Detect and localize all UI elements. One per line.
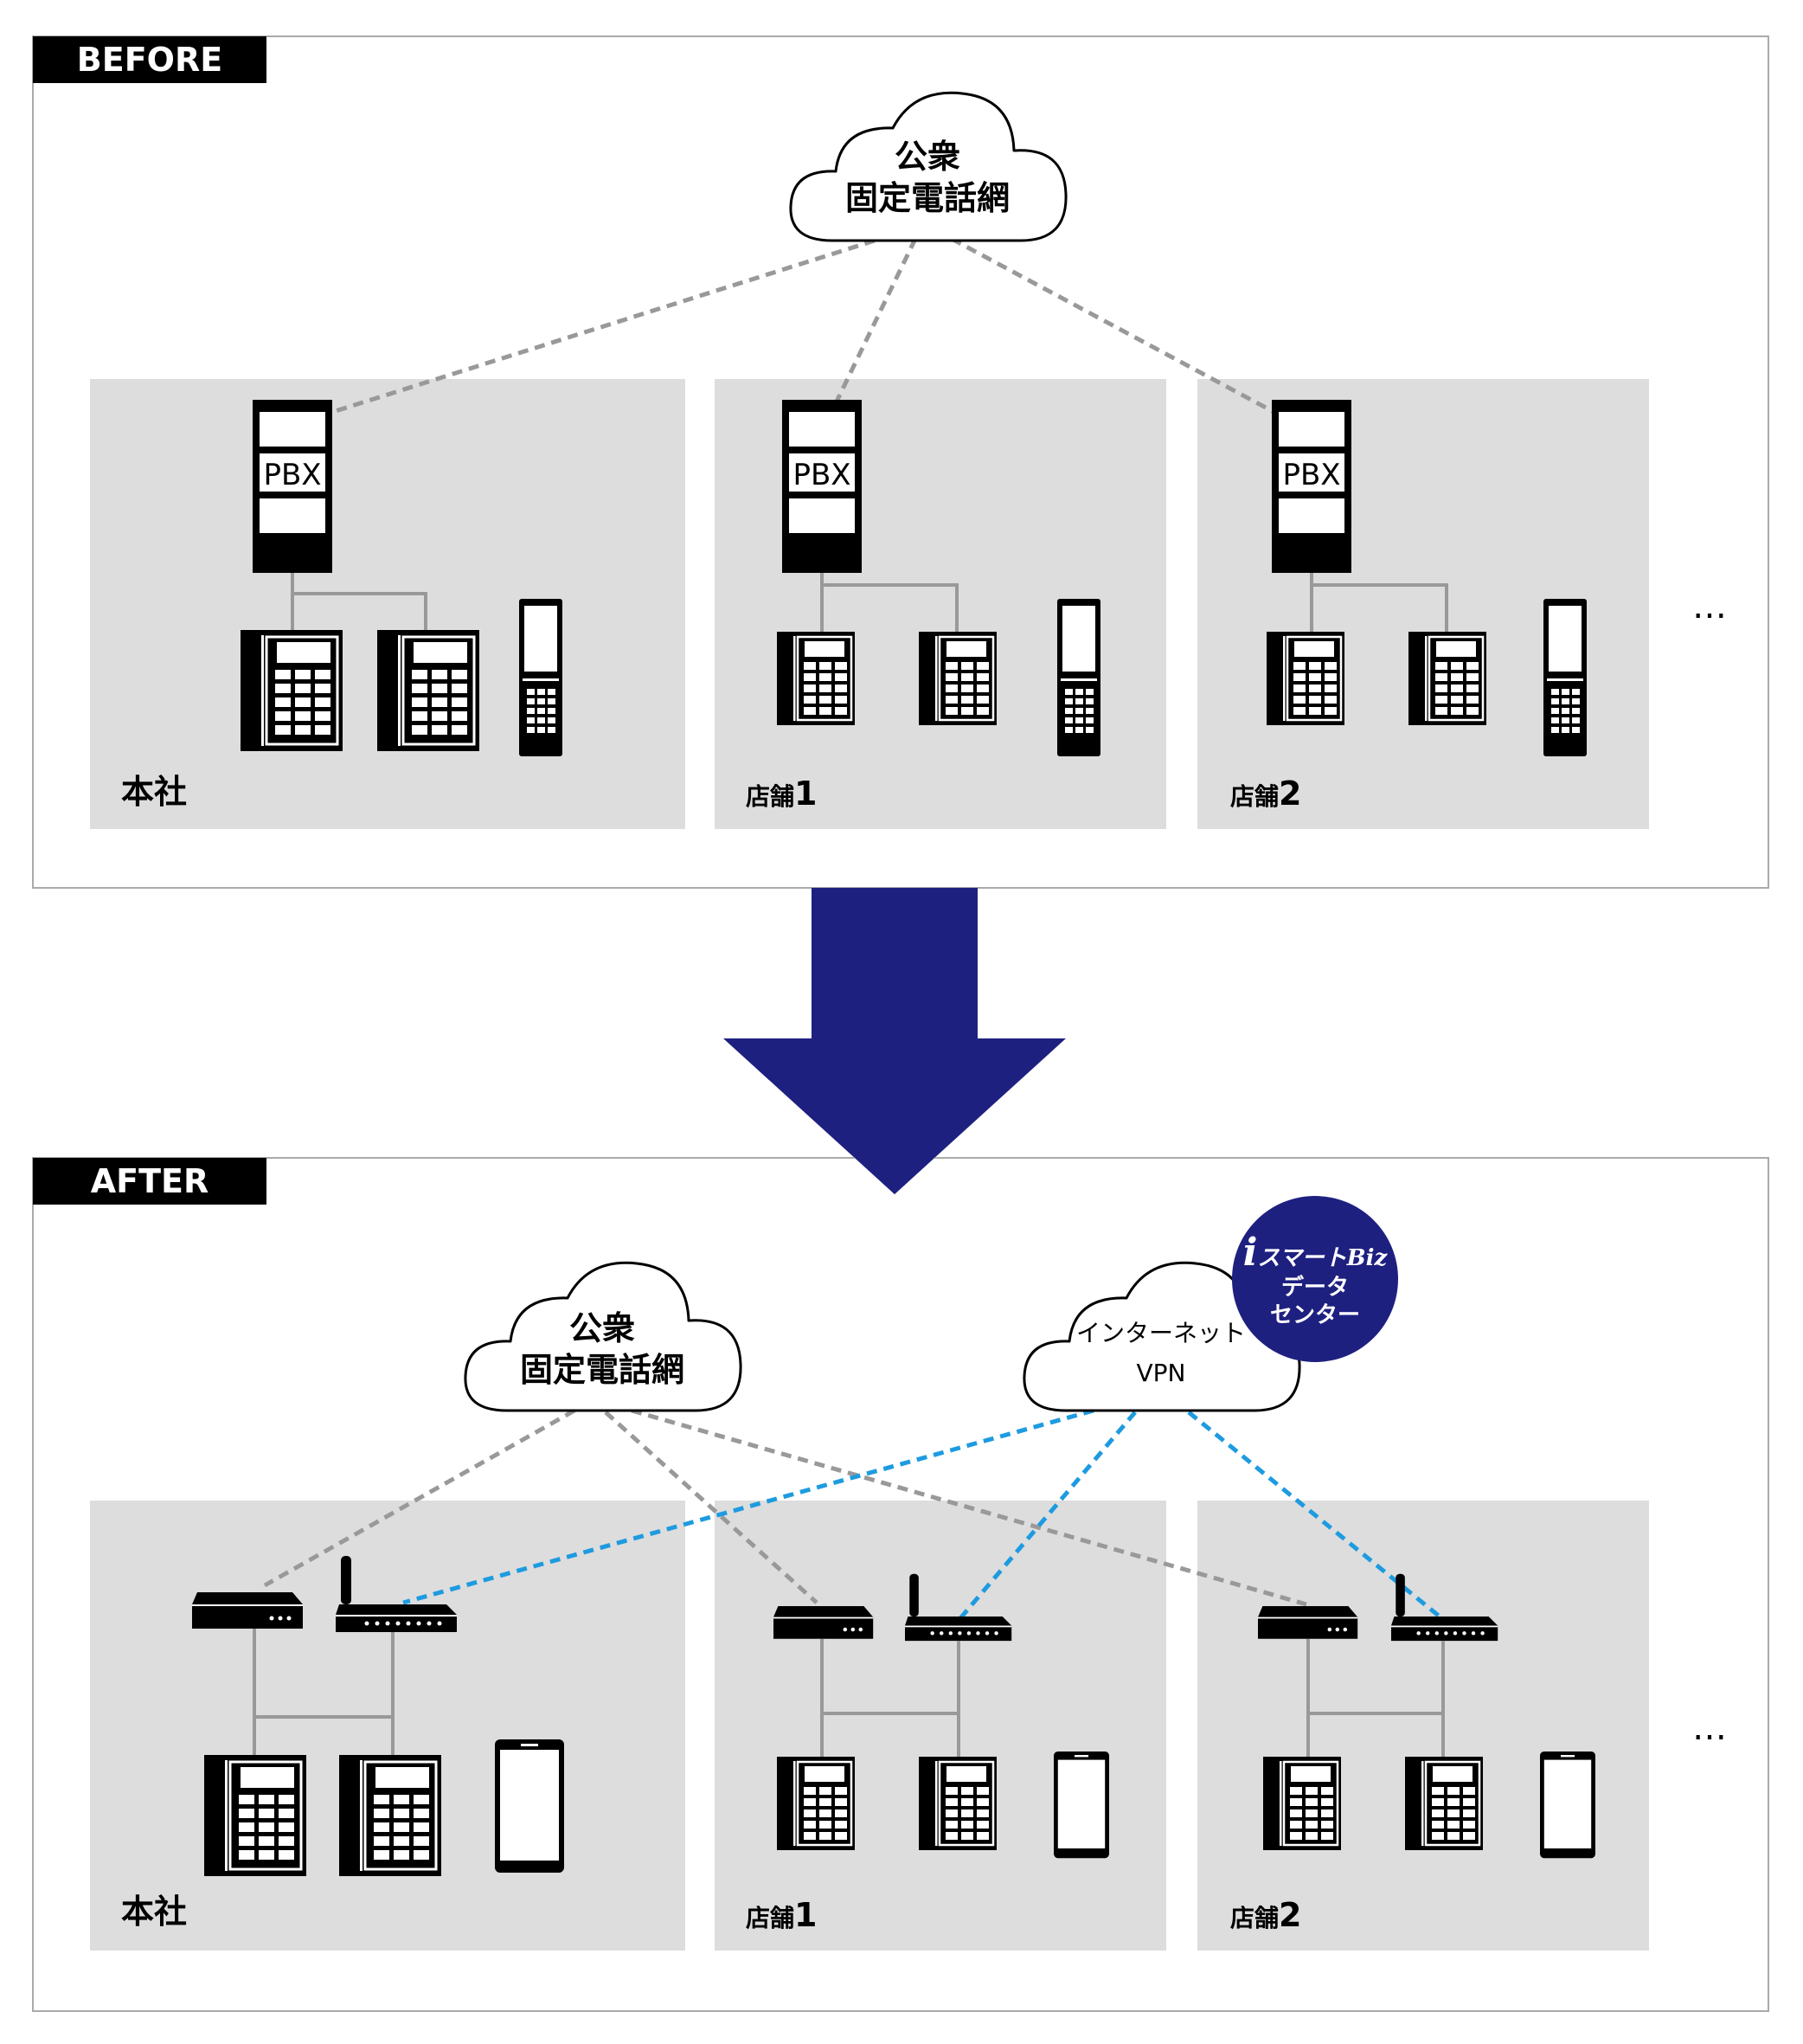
ellipsis: … — [1692, 1708, 1727, 1748]
mobile-phone-icon — [1057, 599, 1100, 756]
pstn-link-store2 — [950, 236, 1279, 416]
pstn-link-honsha — [321, 233, 892, 418]
desk-phone-icon — [917, 630, 998, 727]
desk-phone-icon — [1407, 630, 1488, 727]
smartphone-icon — [1054, 1752, 1109, 1859]
pbx-store2: PBX — [1272, 400, 1351, 573]
smartphone-icon — [1540, 1752, 1595, 1859]
smartphone-icon — [495, 1739, 564, 1873]
pstn-link-store1 — [833, 237, 918, 405]
site-box-store2 — [1197, 1501, 1649, 1951]
vpn-link-honsha — [402, 1408, 1094, 1605]
desk-phone-icon — [202, 1753, 308, 1878]
pbx-wiring-store1 — [820, 573, 959, 632]
site-label-store1: 店舗1 — [746, 775, 817, 813]
vpn-link-store1 — [959, 1411, 1137, 1620]
pstn-cloud-line2: 固定電話網 — [520, 1351, 684, 1389]
desk-phone-icon — [375, 628, 481, 753]
site-label-store1-prefix: 店舗 — [746, 782, 794, 811]
pbx-label: PBX — [1282, 458, 1340, 492]
lan-wiring-store1 — [820, 1639, 960, 1757]
pstn-link-honsha — [263, 1408, 576, 1588]
pstn-cloud-line1: 公衆 — [569, 1309, 635, 1347]
desk-phone-icon — [337, 1753, 443, 1878]
pstn-cloud: 公衆 固定電話網 — [789, 91, 1068, 242]
site-box-store1 — [715, 1501, 1166, 1951]
before-section: BEFORE 公衆 固定電話網 PBX — [32, 35, 1769, 889]
desk-phone-icon — [917, 1755, 998, 1852]
pbx-wiring-store2 — [1310, 573, 1448, 632]
pstn-links — [321, 233, 1279, 418]
site-label-store2: 店舗2 — [1230, 775, 1301, 813]
site-box-honsha — [90, 1501, 685, 1951]
site-label-honsha: 本社 — [121, 773, 187, 811]
mobile-phone-icon — [519, 599, 562, 756]
datacenter-line3: センター — [1270, 1302, 1360, 1328]
site-label-store2-prefix: 店舗 — [1230, 782, 1279, 811]
site-label-store1-prefix: 店舗 — [746, 1904, 794, 1932]
before-tag — [33, 36, 266, 83]
pstn-cloud-line2: 固定電話網 — [845, 179, 1010, 217]
datacenter-brand: iスマートBiz — [1243, 1231, 1389, 1275]
pbx-label: PBX — [263, 458, 321, 492]
datacenter-brand-name: スマートBiz — [1257, 1245, 1388, 1271]
pstn-link-store2 — [631, 1408, 1307, 1607]
site-label-store1-num: 1 — [794, 775, 817, 813]
desk-phone-icon — [1403, 1755, 1485, 1852]
pstn-cloud: 公衆 固定電話網 — [464, 1261, 742, 1412]
pbx-wiring-honsha — [291, 573, 427, 632]
site-label-honsha: 本社 — [121, 1893, 187, 1931]
site-box-honsha — [90, 379, 685, 829]
site-label-store1: 店舗1 — [746, 1896, 817, 1934]
datacenter-badge: iスマートBiz データ センター — [1232, 1196, 1398, 1362]
mobile-phone-icon — [1543, 599, 1587, 756]
pstn-cloud-line1: 公衆 — [895, 138, 960, 176]
lan-wiring-store2 — [1306, 1639, 1445, 1757]
ellipsis: … — [1692, 587, 1727, 627]
gateway-icon — [1258, 1606, 1358, 1639]
gateway-icon — [773, 1606, 874, 1639]
pstn-link-store1 — [604, 1411, 818, 1604]
vpn-cloud-line2: VPN — [1137, 1359, 1186, 1387]
pbx-store1: PBX — [782, 400, 862, 573]
desk-phone-icon — [1265, 630, 1346, 727]
desk-phone-icon — [1261, 1755, 1343, 1852]
site-label-store1-num: 1 — [794, 1896, 817, 1934]
pbx-label: PBX — [792, 458, 850, 492]
arrow-tip — [853, 1156, 936, 1194]
datacenter-line2: データ — [1281, 1274, 1349, 1301]
vpn-cloud-line1: インターネット — [1076, 1319, 1246, 1347]
datacenter-brand-i: i — [1243, 1231, 1258, 1275]
pstn-links — [263, 1408, 1307, 1607]
lan-wiring-honsha — [253, 1629, 395, 1757]
before-tag-label: BEFORE — [77, 41, 222, 79]
after-tag-label: AFTER — [91, 1162, 209, 1200]
site-label-store2-prefix: 店舗 — [1230, 1904, 1279, 1932]
gateway-icon — [192, 1592, 303, 1629]
desk-phone-icon — [239, 628, 344, 753]
site-label-store2: 店舗2 — [1230, 1896, 1301, 1934]
site-label-store2-num: 2 — [1279, 1896, 1301, 1934]
after-tag — [33, 1158, 266, 1205]
vpn-cloud: インターネット VPN — [1023, 1261, 1301, 1412]
desk-phone-icon — [775, 630, 857, 727]
pbx-honsha: PBX — [253, 400, 332, 573]
desk-phone-icon — [775, 1755, 857, 1852]
down-arrow-icon — [723, 888, 1066, 1194]
after-section: AFTER 公衆 固定電話網 インターネット VPN — [32, 1156, 1769, 2012]
site-label-store2-num: 2 — [1279, 775, 1301, 813]
